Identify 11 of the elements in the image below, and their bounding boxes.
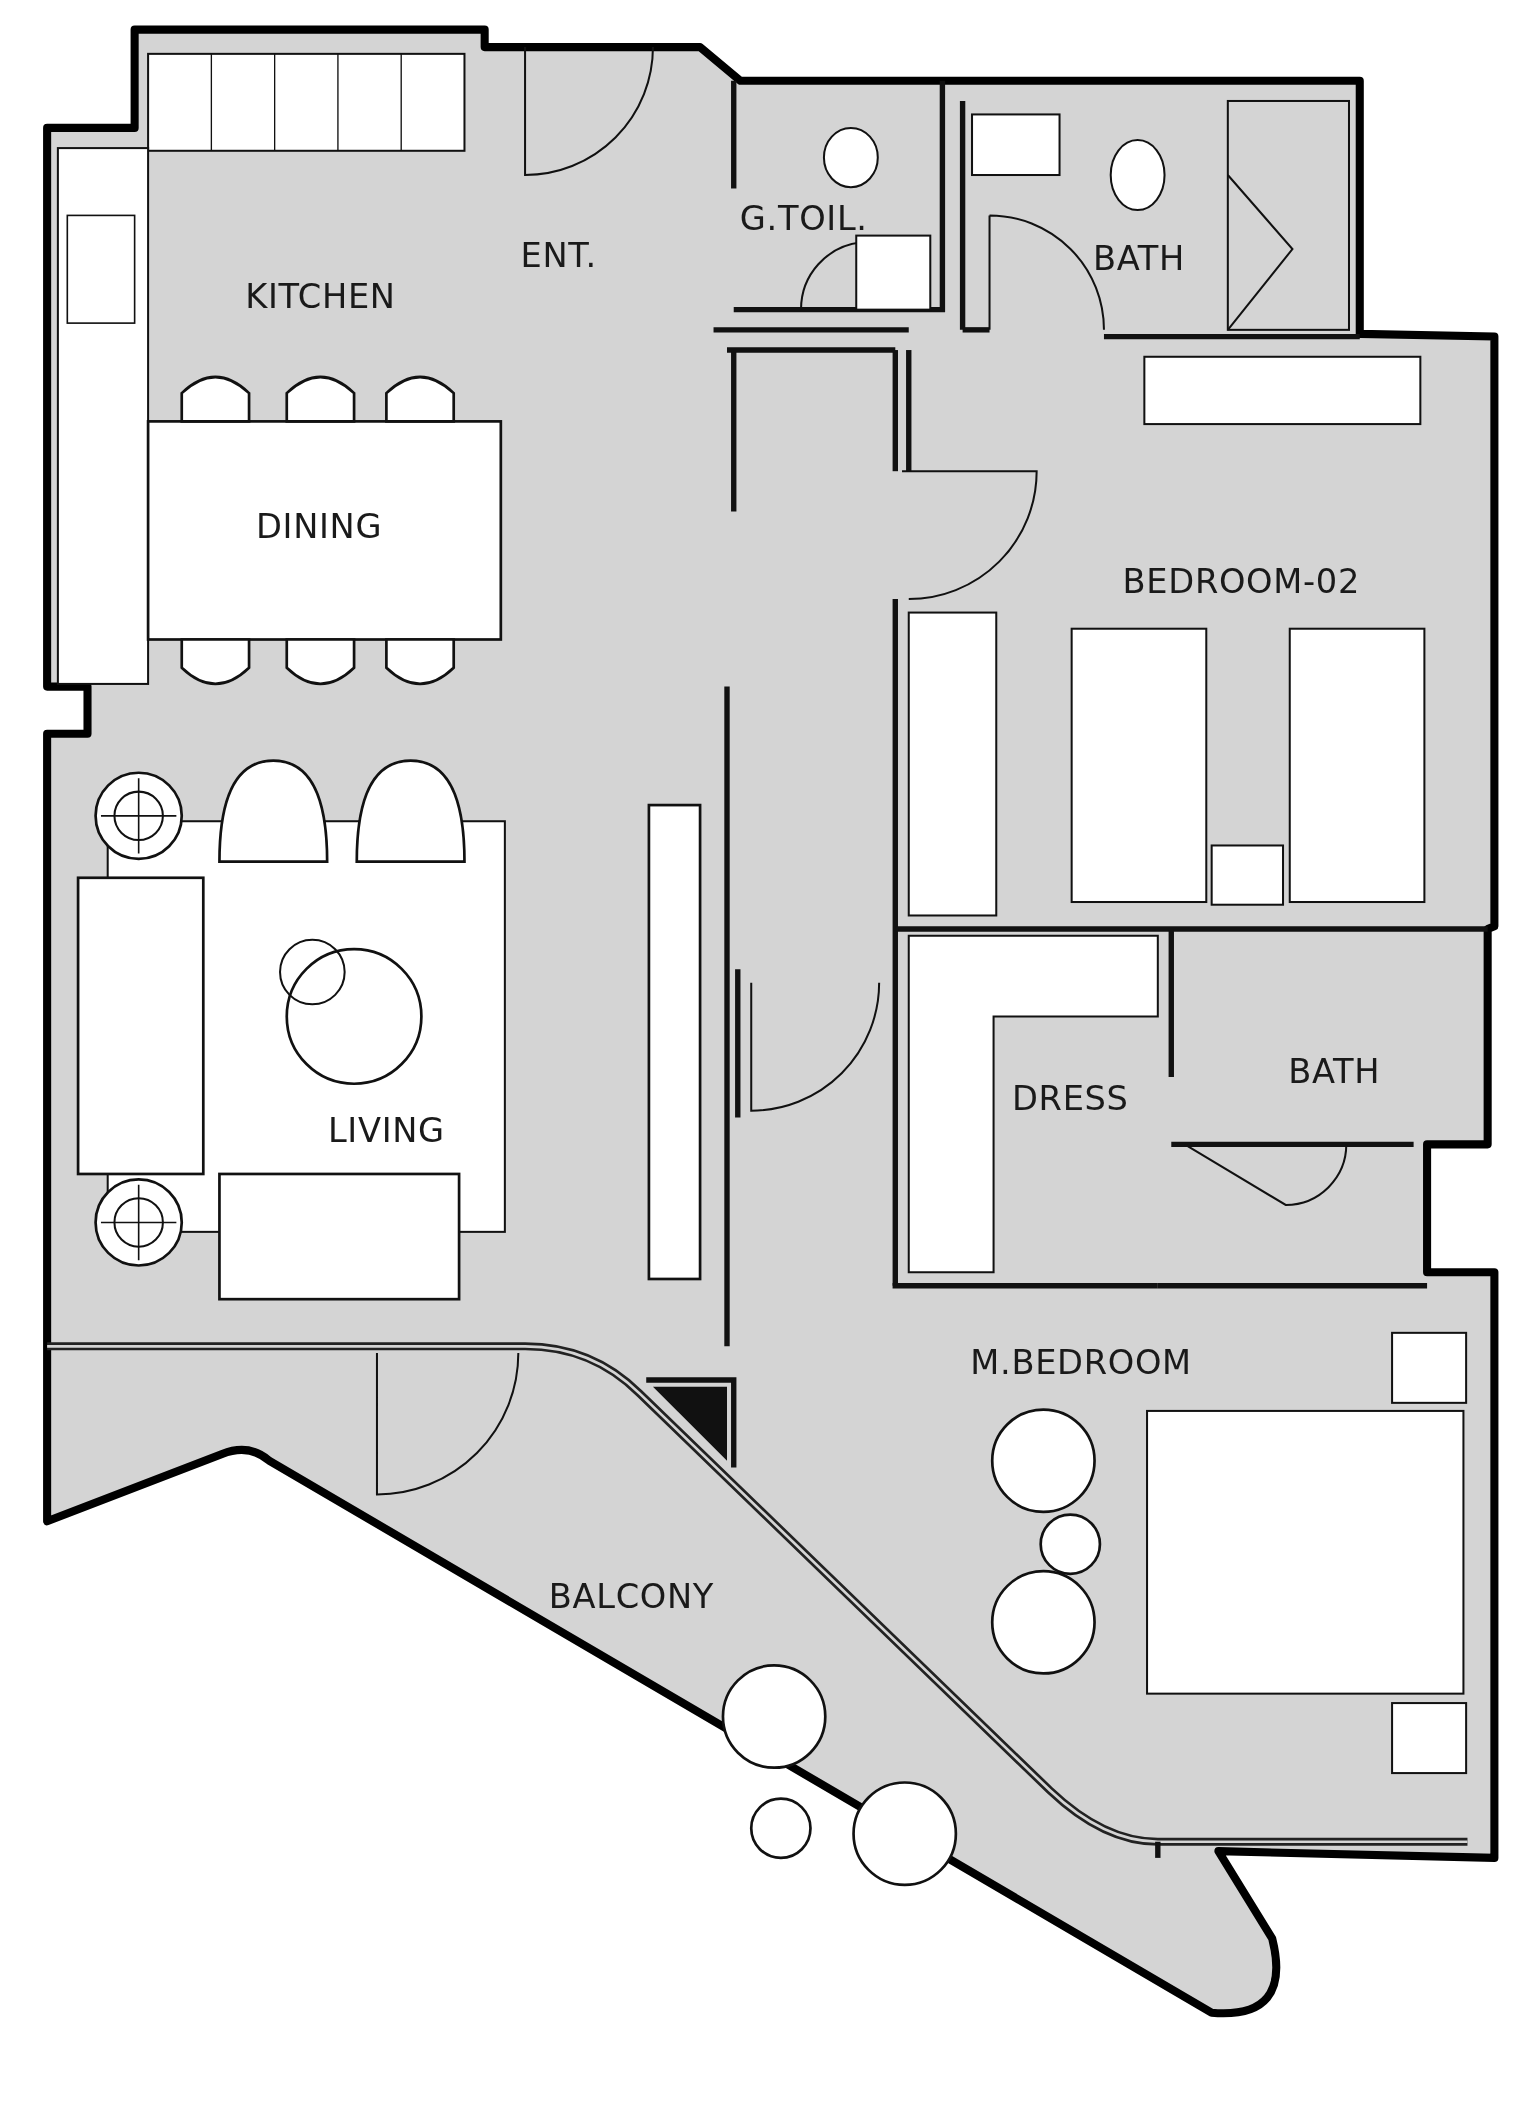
room-label: ENT. <box>520 236 597 276</box>
room-label: G.TOIL. <box>739 198 868 238</box>
room-label: BALCONY <box>548 1577 715 1617</box>
room-label: DRESS <box>1012 1079 1129 1119</box>
room-label: BATH <box>1288 1052 1381 1092</box>
room-label: BATH <box>1092 238 1185 278</box>
room-label: KITCHEN <box>245 276 396 316</box>
room-label: LIVING <box>327 1111 445 1151</box>
room-label: BEDROOM-02 <box>1122 562 1360 602</box>
room-label: DINING <box>255 506 383 546</box>
room-label: M.BEDROOM <box>970 1342 1192 1382</box>
